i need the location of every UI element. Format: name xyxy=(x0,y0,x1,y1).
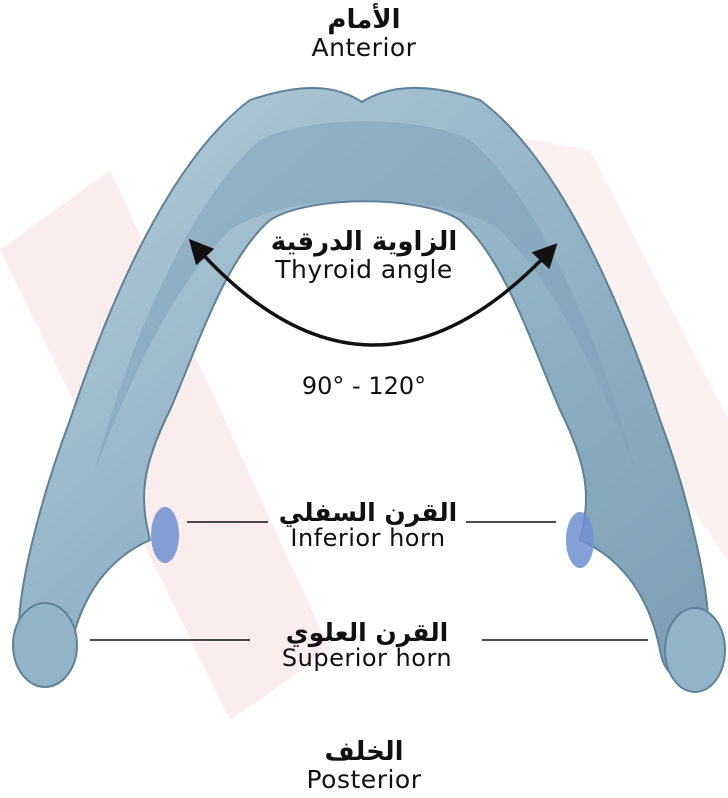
thyroid-angle-label: الزاوية الدرقية Thyroid angle xyxy=(0,228,728,283)
left-superior-horn xyxy=(13,603,77,687)
posterior-label-ar: الخلف xyxy=(0,738,728,766)
inferior-horn-label: القرن السفلي Inferior horn xyxy=(270,500,466,551)
superior-horn-label-ar: القرن العلوي xyxy=(256,620,478,646)
anterior-label-en: Anterior xyxy=(0,34,728,61)
right-superior-horn xyxy=(665,608,725,692)
superior-horn-label: القرن العلوي Superior horn xyxy=(256,620,478,671)
superior-horn-label-en: Superior horn xyxy=(256,646,478,671)
inferior-horn-label-ar: القرن السفلي xyxy=(270,500,466,526)
thyroid-angle-label-en: Thyroid angle xyxy=(0,256,728,283)
left-inferior-horn-tip xyxy=(151,507,179,563)
anterior-label: الأمام Anterior xyxy=(0,6,728,61)
anterior-label-ar: الأمام xyxy=(0,6,728,34)
posterior-label-en: Posterior xyxy=(0,766,728,793)
inferior-horn-label-en: Inferior horn xyxy=(270,526,466,551)
angle-range-label: 90° - 120° xyxy=(0,372,728,400)
right-inferior-horn-tip xyxy=(566,512,594,568)
posterior-label: الخلف Posterior xyxy=(0,738,728,793)
thyroid-angle-label-ar: الزاوية الدرقية xyxy=(0,228,728,256)
